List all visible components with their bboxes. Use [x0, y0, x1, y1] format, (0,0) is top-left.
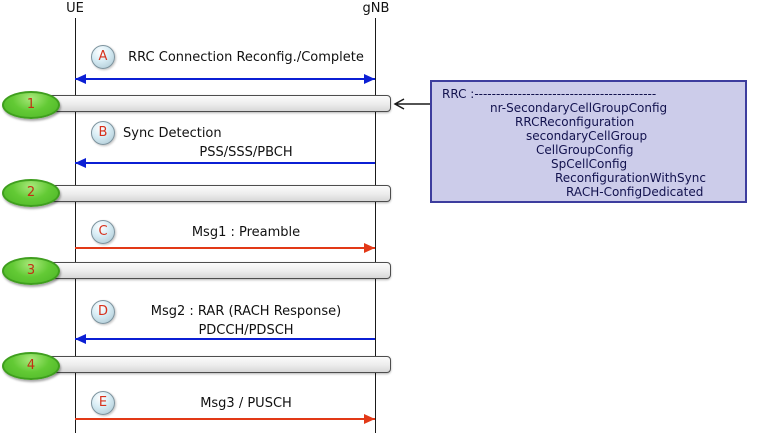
message-c-text: Msg1 : Preamble: [191, 225, 301, 240]
message-b-text: Sync Detection: [123, 126, 222, 141]
message-b-arrow: [75, 158, 375, 168]
message-d-subtext: PDCCH/PDSCH: [198, 323, 294, 338]
message-a-arrow: [75, 74, 375, 84]
actor-label-ue: UE: [66, 1, 84, 16]
note-line-4: CellGroupConfig: [536, 143, 634, 157]
note-line-3: secondaryCellGroup: [526, 129, 648, 143]
note-pointer-arrow: [393, 98, 430, 110]
processing-bar-1: [33, 95, 391, 112]
message-d-arrow: [75, 334, 375, 344]
message-d-text: Msg2 : RAR (RACH Response): [150, 304, 342, 319]
step-marker-3: 3: [2, 257, 60, 285]
note-line-5: SpCellConfig: [551, 157, 628, 171]
processing-bar-4: [33, 356, 391, 373]
message-a-text: RRC Connection Reconfig./Complete: [128, 50, 364, 65]
step-marker-4: 4: [2, 352, 60, 380]
message-c-arrow: [75, 243, 375, 253]
ue-lifeline: [75, 18, 76, 433]
step-marker-1: 1: [2, 91, 60, 119]
note-line-6: ReconfigurationWithSync: [555, 171, 706, 185]
rrc-note-box: RRC :-----------------------------------…: [430, 80, 747, 203]
message-a-label-badge: A: [91, 45, 115, 69]
message-e-text: Msg3 / PUSCH: [200, 396, 292, 411]
processing-bar-2: [33, 185, 391, 202]
message-d-label-badge: D: [91, 300, 115, 324]
note-title: RRC :-----------------------------------…: [442, 87, 657, 101]
note-line-7: RACH-ConfigDedicated: [566, 185, 704, 199]
gnb-lifeline: [375, 18, 376, 433]
step-marker-2: 2: [2, 179, 60, 207]
actor-label-gnb: gNB: [362, 1, 390, 16]
processing-bar-3: [33, 262, 391, 279]
message-e-label-badge: E: [91, 391, 115, 415]
note-line-2: RRCReconfiguration: [515, 115, 635, 129]
message-b-subtext: PSS/SSS/PBCH: [199, 145, 293, 160]
note-line-1: nr-SecondaryCellGroupConfig: [490, 101, 668, 115]
message-b-label-badge: B: [91, 121, 115, 145]
message-c-label-badge: C: [91, 220, 115, 244]
message-e-arrow: [75, 414, 375, 424]
